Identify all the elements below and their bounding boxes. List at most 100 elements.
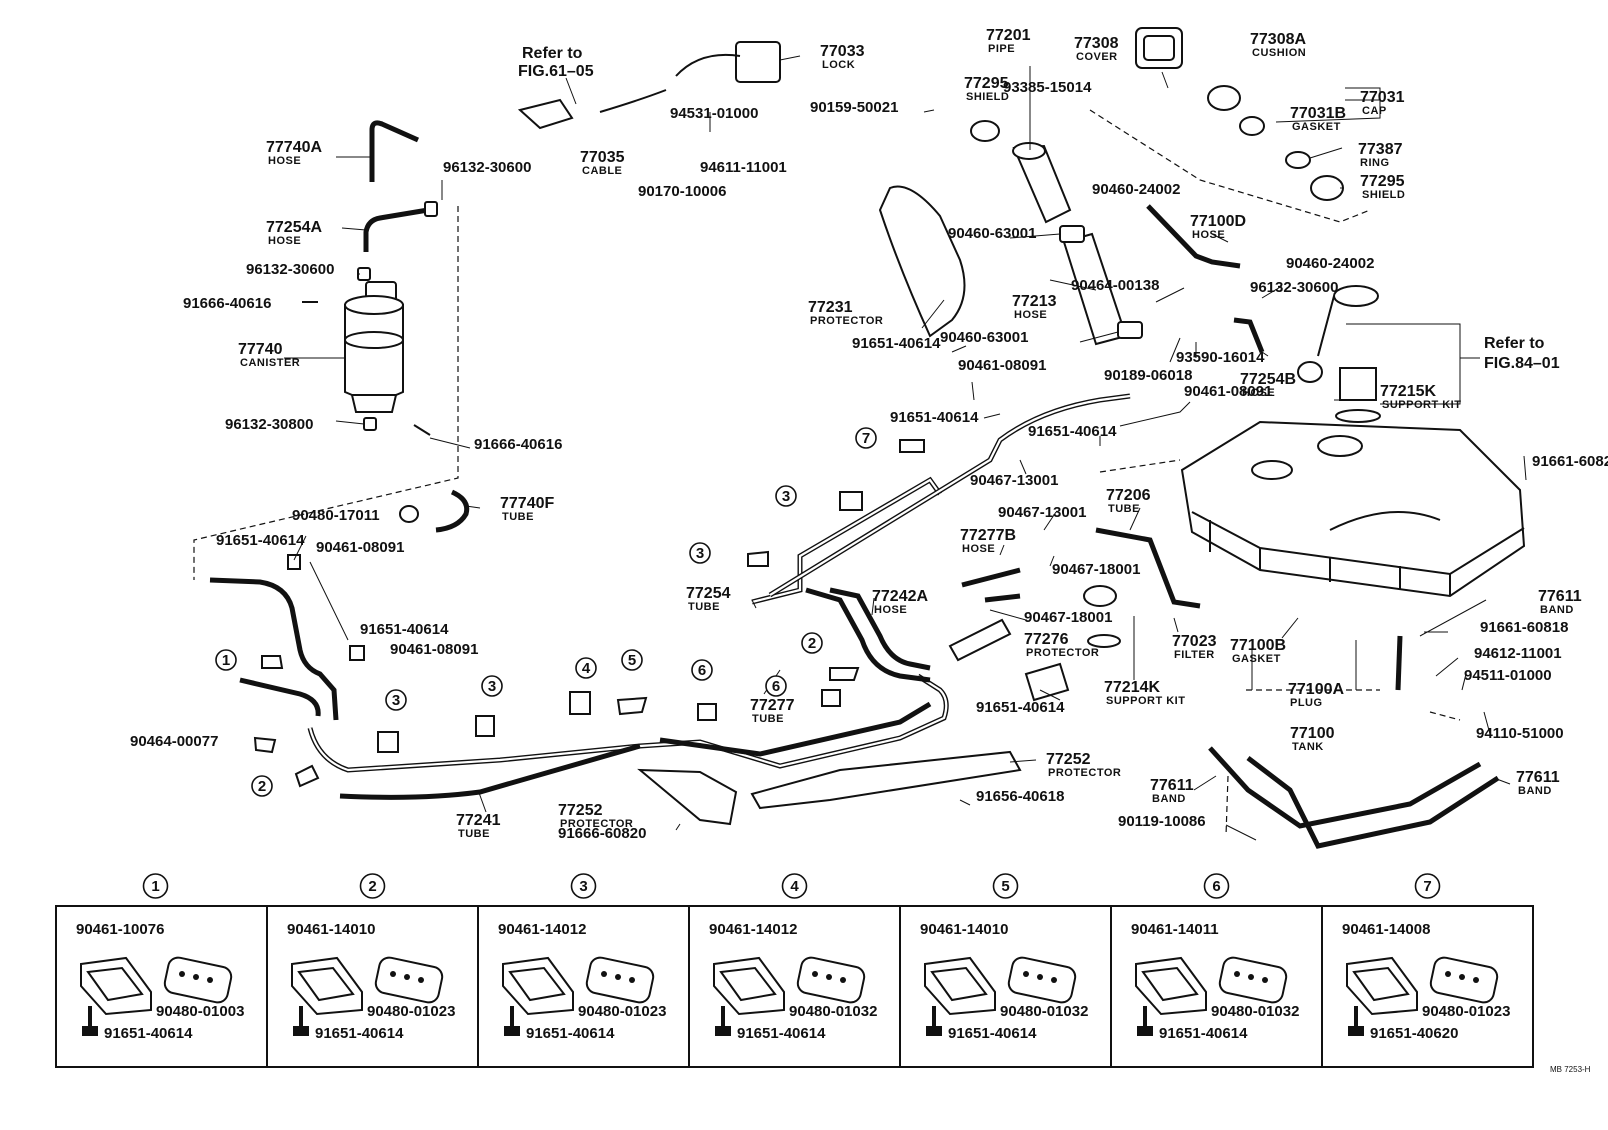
callout-number: 77308A <box>1250 31 1306 48</box>
panel-bolt-number: 91651-40620 <box>1370 1025 1458 1042</box>
panel-cushion-number: 90480-01032 <box>1211 1003 1299 1020</box>
svg-text:3: 3 <box>488 678 496 695</box>
svg-text:1: 1 <box>151 878 159 895</box>
callout-number: 77252 <box>1046 751 1091 768</box>
callout-number: 91666-40616 <box>183 295 271 312</box>
callout-description: FILTER <box>1174 649 1215 661</box>
svg-text:3: 3 <box>392 692 400 709</box>
panel-bolt-number: 91651-40614 <box>104 1025 193 1042</box>
hose-77242a <box>984 593 1021 603</box>
callout-number: 90189-06018 <box>1104 367 1192 384</box>
panel-clamp-number: 90461-14012 <box>498 921 586 938</box>
callout-number: 90461-08091 <box>316 539 404 556</box>
svg-text:5: 5 <box>628 652 636 669</box>
panel-clamp-number: 90461-14010 <box>287 921 375 938</box>
callout-number: 77206 <box>1106 487 1151 504</box>
circled-marker: 4 <box>575 657 597 679</box>
callout-number: 93385-15014 <box>1003 79 1092 96</box>
shield-77295-a <box>970 120 1000 142</box>
clamp-90461-a <box>287 554 301 570</box>
callout-number: 94110-51000 <box>1476 725 1564 742</box>
callout-number: 90480-17011 <box>292 507 380 524</box>
svg-text:6: 6 <box>1212 878 1220 895</box>
main-tube-bundle <box>307 393 1131 800</box>
callout-description: HOSE <box>1192 229 1225 241</box>
clamp-90460-63001-b <box>1117 321 1143 339</box>
bolt-91666-b <box>413 424 431 436</box>
callout-number: 96132-30800 <box>225 416 313 433</box>
callout-description: HOSE <box>874 604 907 616</box>
svg-text:2: 2 <box>258 778 266 795</box>
panel-clamp-number: 90461-14008 <box>1342 921 1430 938</box>
callout-description: CUSHION <box>1252 47 1306 59</box>
callout-number: 90464-00077 <box>130 733 218 750</box>
callout-number: 77100A <box>1288 681 1344 698</box>
svg-text:3: 3 <box>696 545 704 562</box>
callout-description: CANISTER <box>240 357 300 369</box>
protector-77252-b <box>750 750 1022 810</box>
callout-description: PIPE <box>988 43 1015 55</box>
panel-clamp-number: 90461-14010 <box>920 921 1008 938</box>
fuel-tank-77100 <box>1180 420 1526 598</box>
callout-number: 93590-16014 <box>1176 349 1265 366</box>
callout-number: 91666-60820 <box>558 825 646 842</box>
callout-number: 90170-10006 <box>638 183 726 200</box>
callout-number: 77254 <box>686 585 731 602</box>
callout-description: RING <box>1360 157 1390 169</box>
callout-description: LOCK <box>822 59 855 71</box>
circled-marker: 2 <box>801 632 823 654</box>
callout-description: SHIELD <box>1362 189 1405 201</box>
ref-fig84-line2: FIG.84–01 <box>1484 355 1560 372</box>
hose-77740a <box>369 120 420 182</box>
protector-77231 <box>878 185 966 338</box>
callout-number: 96132-30600 <box>443 159 531 176</box>
detail-panel: 2 90461-14010 90480-01023 91651-40614 <box>266 873 455 1067</box>
dashed-lines <box>193 109 1461 837</box>
circled-marker: 3 <box>570 873 597 899</box>
filter-77023 <box>1024 662 1070 702</box>
callout-number: 77276 <box>1024 631 1069 648</box>
protector-77276 <box>948 618 1012 662</box>
callout-description: HOSE <box>962 543 995 555</box>
callout-description: PROTECTOR <box>1026 647 1099 659</box>
callout-description: TUBE <box>458 828 490 840</box>
callout-number: 90159-50021 <box>810 99 898 116</box>
callout-number: 77611 <box>1538 588 1582 605</box>
callout-description: GASKET <box>1292 121 1341 133</box>
ring-77387 <box>1285 151 1311 169</box>
callout-number: 91656-40618 <box>976 788 1064 805</box>
hose-77254a <box>363 207 429 252</box>
tube-77740f <box>435 489 470 533</box>
callout-number: 77033 <box>820 43 865 60</box>
callout-number: 77387 <box>1358 141 1403 158</box>
grommet-90480 <box>399 505 419 523</box>
circled-marker: 6 <box>1203 873 1230 899</box>
callout-number: 94511-01000 <box>1464 667 1552 684</box>
svg-text:2: 2 <box>368 878 376 895</box>
callout-number: 90461-08091 <box>1184 383 1272 400</box>
circled-marker: 6 <box>691 659 713 681</box>
panel-cushion-number: 90480-01003 <box>156 1003 244 1020</box>
callout-number: 90464-00138 <box>1071 277 1159 294</box>
circled-marker: 7 <box>855 427 877 449</box>
callout-number: 77277 <box>750 697 795 714</box>
callout-number: 77308 <box>1074 35 1119 52</box>
hose-77254b <box>1233 317 1265 353</box>
callout-description: SUPPORT KIT <box>1382 399 1461 411</box>
callout-description: HOSE <box>268 235 301 247</box>
callout-number: 94531-01000 <box>670 105 758 122</box>
callout-number: 77254A <box>266 219 322 236</box>
front-line-a <box>209 577 339 721</box>
panel-bolt-number: 91651-40614 <box>315 1025 404 1042</box>
panel-bolt-number: 91651-40614 <box>948 1025 1037 1042</box>
callout-number: 94612-11001 <box>1474 645 1562 662</box>
callout-description: PLUG <box>1290 697 1323 709</box>
circled-marker: 3 <box>775 485 797 507</box>
svg-text:3: 3 <box>782 488 790 505</box>
callout-description: TANK <box>1292 741 1324 753</box>
panel-cushion-number: 90480-01023 <box>367 1003 455 1020</box>
gasket-77031b <box>1239 116 1265 136</box>
